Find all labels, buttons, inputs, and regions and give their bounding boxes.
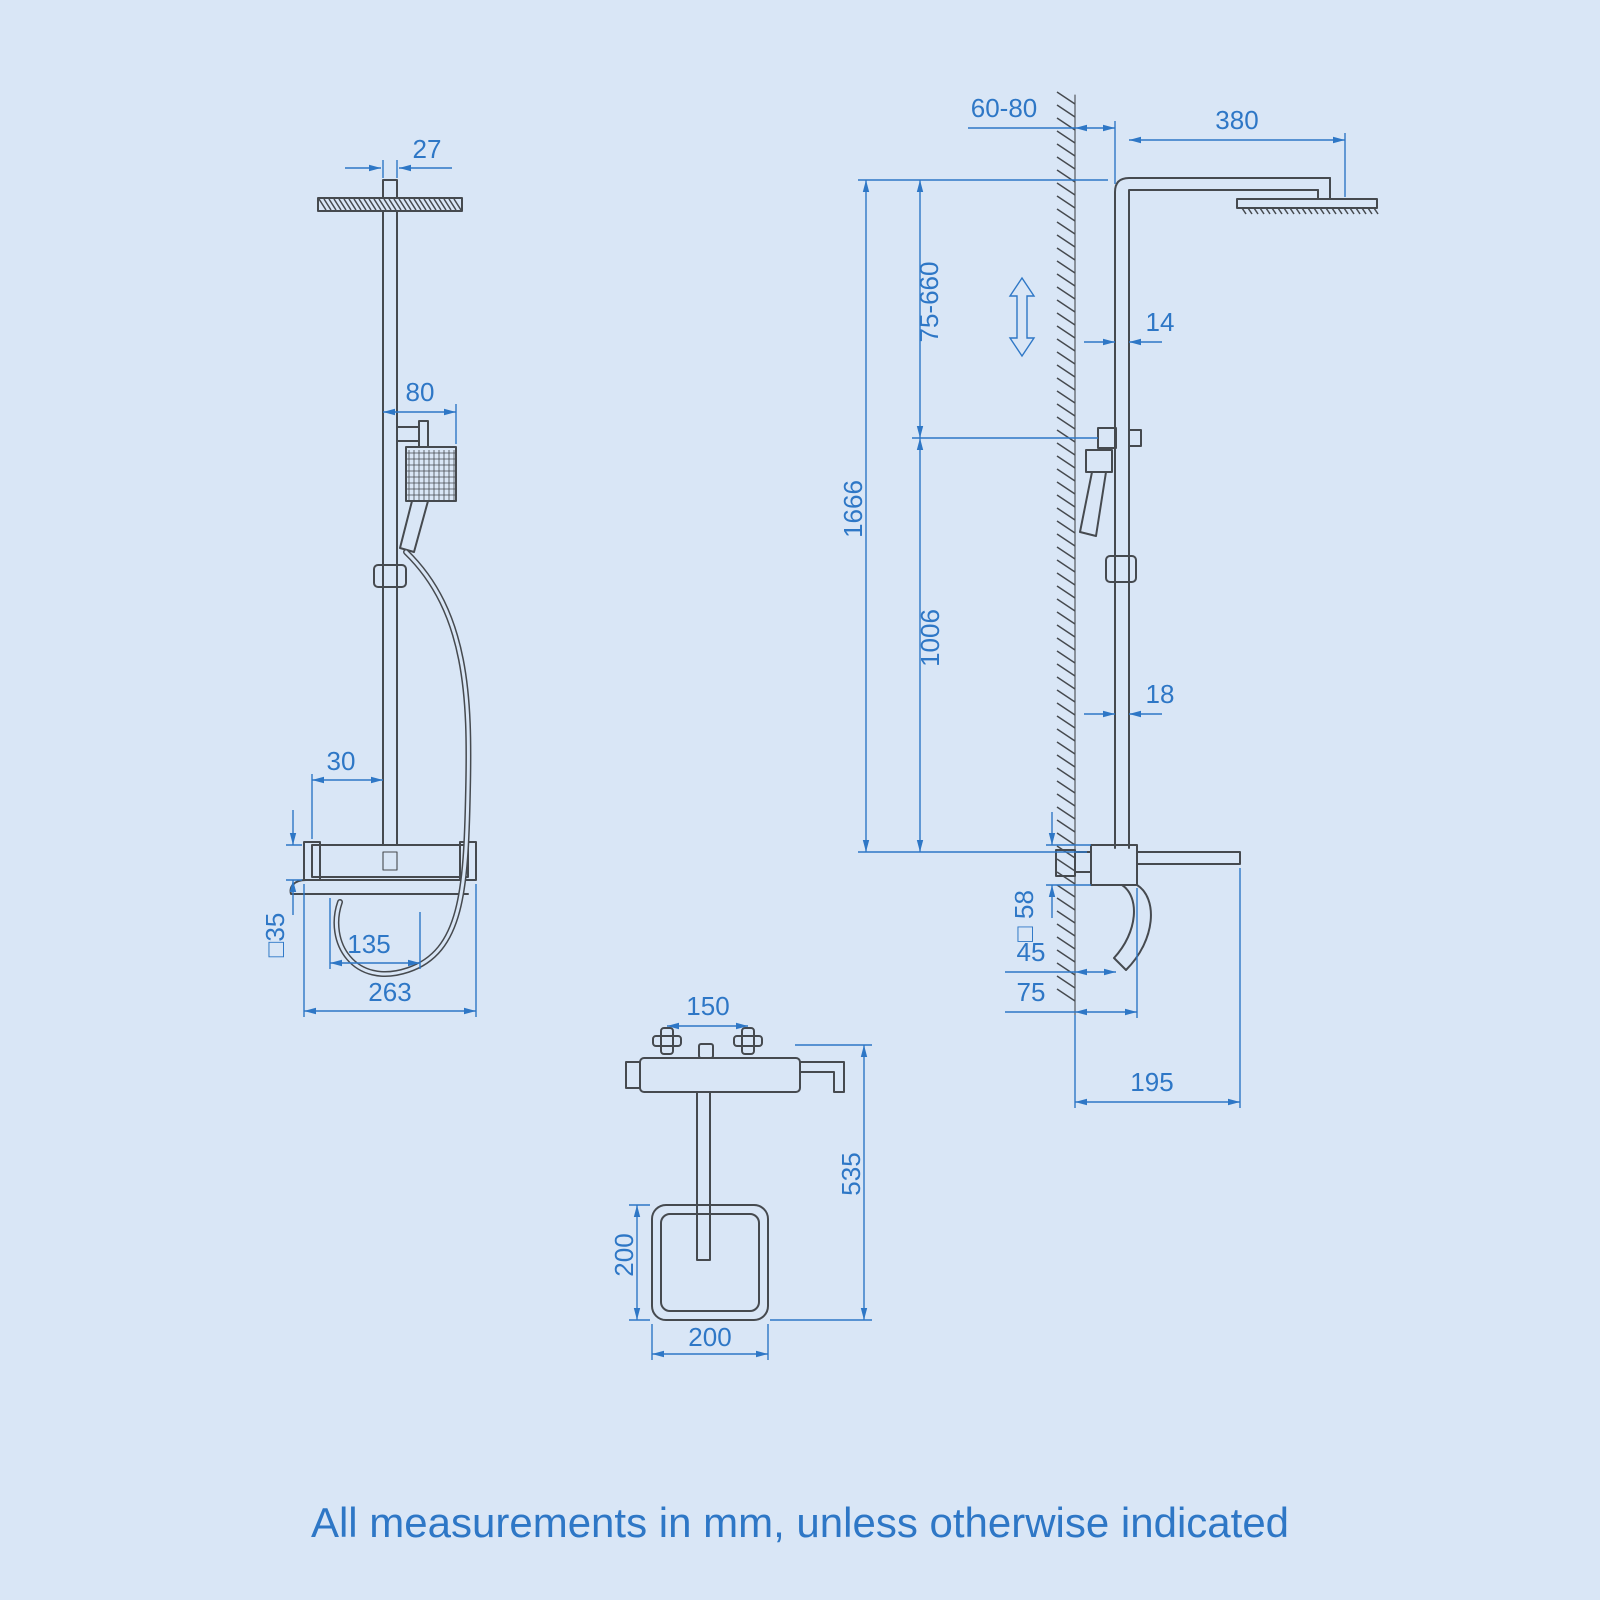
dim-valve-body-front: □35 — [260, 913, 290, 958]
front-view: 27 80 30 □35 135 263 — [260, 134, 477, 1017]
dim-handset-travel: 75-660 — [914, 262, 944, 343]
handset-holder — [396, 426, 420, 442]
wall-fitting — [1055, 849, 1076, 877]
side-view-dimensions: 60-80 380 75-660 1666 1006 14 1 — [838, 93, 1346, 1108]
dim-shelf-inner: 135 — [347, 929, 390, 959]
dim-shelf-reach: 195 — [1130, 1067, 1173, 1097]
dim-wall-distance: 60-80 — [971, 93, 1038, 123]
holder-pin-side — [1128, 429, 1142, 447]
head-plate-inner — [660, 1213, 760, 1312]
spout-arm-top — [696, 1091, 711, 1261]
dim-wall-to-valve: 75 — [1017, 977, 1046, 1007]
front-view-dimensions: 27 80 30 □35 135 263 — [260, 134, 477, 1017]
handset-handle-side — [1079, 471, 1107, 537]
dim-upper-rail: 14 — [1146, 307, 1175, 337]
dim-lower-rail: 18 — [1146, 679, 1175, 709]
right-knob — [741, 1027, 755, 1055]
overhead-plate-edge — [317, 197, 463, 212]
handset-head-side — [1085, 449, 1113, 473]
head-plate-outer — [651, 1204, 769, 1321]
dim-head-width: 200 — [688, 1322, 731, 1352]
handset-face-hatch-horizontal — [406, 452, 456, 496]
dim-overall-length: 535 — [836, 1152, 866, 1195]
dim-handle-span: 150 — [686, 991, 729, 1021]
handset-holder-pin — [418, 420, 429, 448]
slider-bracket-side — [1105, 555, 1137, 583]
dim-wall-to-spout: 45 — [1017, 937, 1046, 967]
holder-bracket-top — [799, 1061, 845, 1093]
dim-head-depth: 200 — [609, 1233, 639, 1276]
center-port — [698, 1043, 714, 1059]
left-knob-cross — [652, 1035, 682, 1047]
hand-shower-handle — [399, 500, 429, 553]
slider-bracket — [373, 564, 407, 588]
valve-center-detail — [382, 851, 398, 871]
side-view-shower-column — [1055, 94, 1378, 1016]
dim-valve-body-side: □ 58 — [1009, 890, 1039, 942]
riser-rail — [382, 210, 398, 846]
valve-left-end — [625, 1061, 641, 1089]
handset-holder-side — [1097, 427, 1117, 449]
left-knob — [660, 1027, 674, 1055]
valve-shelf-spout — [289, 879, 469, 895]
overhead-head-side — [1236, 198, 1378, 209]
thermostatic-valve — [311, 844, 469, 878]
footer-note: All measurements in mm, unless otherwise… — [311, 1499, 1289, 1546]
overhead-plate-hatch — [318, 198, 462, 211]
dim-rail-top-width: 27 — [413, 134, 442, 164]
dim-lower-height: 1006 — [915, 609, 945, 667]
riser-rail-and-arm — [1114, 177, 1331, 849]
dim-total-height: 1666 — [838, 480, 868, 538]
hand-shower-hose-inner — [334, 550, 470, 976]
dim-handset-offset: 80 — [406, 377, 435, 407]
top-view: 150 535 200 200 — [609, 991, 872, 1360]
front-view-shower-column — [289, 179, 477, 895]
head-stem — [1317, 177, 1331, 200]
head-underside-hatch — [1241, 207, 1379, 215]
top-view-dimensions: 150 535 200 200 — [609, 991, 872, 1360]
tub-spout — [1113, 884, 1152, 971]
wall-hatch — [1056, 91, 1076, 1002]
hand-shower-head — [405, 446, 457, 502]
handset-face-hatch-vertical — [408, 450, 455, 500]
side-view: 60-80 380 75-660 1666 1006 14 1 — [838, 91, 1379, 1108]
dim-head-arm: 380 — [1215, 105, 1258, 135]
height-adjust-arrow-icon — [1008, 276, 1036, 358]
shelf-side — [1136, 851, 1241, 865]
dim-valve-offset: 30 — [327, 746, 356, 776]
right-knob-cross — [733, 1035, 763, 1047]
valve-side — [1090, 844, 1138, 886]
wall-inlet — [1074, 851, 1092, 873]
top-view-valve-and-head — [625, 1027, 845, 1321]
dim-valve-width: 263 — [368, 977, 411, 1007]
valve-body-top — [639, 1057, 801, 1093]
